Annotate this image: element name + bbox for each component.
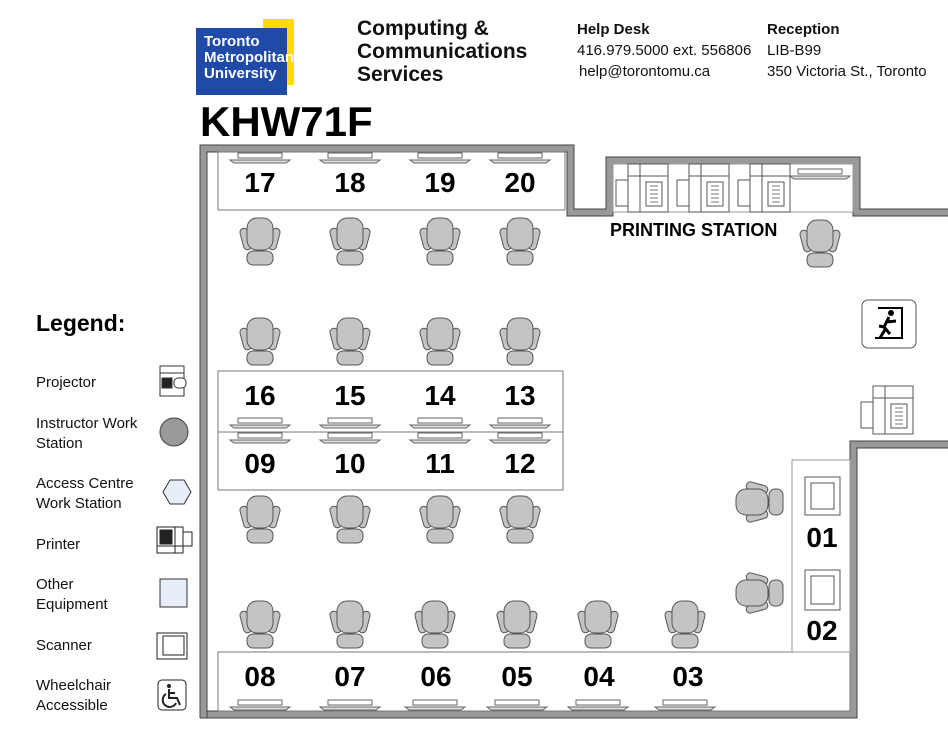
reception-address: 350 Victoria St., Toronto [767,63,927,80]
chair-icon [418,495,462,544]
projector-icon [159,365,187,397]
monitor-icon [409,432,471,444]
chair-icon [576,600,620,649]
legend-label: Access Centre Work Station [36,475,134,512]
other-equipment [804,476,841,611]
chair-icon [238,600,282,649]
other-equipment-icon [159,578,188,608]
chair-icon [798,219,842,268]
station-number: 04 [583,661,615,692]
monitor-icon [789,168,851,180]
legend-label: Scanner [36,637,92,654]
monitor-icon [486,699,548,711]
station-number: 05 [501,661,533,692]
station-number: 09 [244,448,276,479]
monitor-icon [409,417,471,429]
monitor-icon [319,152,381,164]
help-desk-title: Help Desk [577,21,650,38]
instructor-station-icon [159,417,189,447]
logo-line: Toronto [204,33,260,50]
walls [199,144,948,718]
monitor-icon [489,152,551,164]
wheelchair-icon [157,679,187,711]
chair-icon [418,317,462,366]
monitor-icon [404,699,466,711]
monitor-icon [319,417,381,429]
monitor-icon [319,699,381,711]
scanner-icon [156,632,188,660]
reception-room: LIB-B99 [767,42,822,59]
chair-icon [328,495,372,544]
chair-icon [328,600,372,649]
chair-icon [498,317,542,366]
room-title: KHW71F [200,98,373,145]
chair-icon [238,495,282,544]
printer-icon [156,526,193,554]
help-desk-phone: 416.979.5000 ext. 556806 [577,42,752,59]
monitor-icon [229,699,291,711]
station-number: 13 [504,380,536,411]
station-number: 18 [334,167,366,198]
monitor-icon [229,432,291,444]
university-logo: Toronto Metropolitan University [196,28,294,95]
printing-station-label: PRINTING STATION [610,220,778,240]
department-name: Computing & Communications Services [357,17,527,86]
station-number: 14 [424,380,456,411]
chair-icon [663,600,707,649]
monitor-icon [229,417,291,429]
monitor-icon [489,417,551,429]
monitor-icon [229,152,291,164]
chair-icon [498,495,542,544]
chair-icon [498,217,542,266]
department-line: Communications [357,40,528,63]
station-number: 06 [420,661,452,692]
logo-line: Metropolitan [204,49,294,66]
chair-icon [328,317,372,366]
exit-sign-icon [861,299,917,349]
logo-line: University [204,65,277,82]
desk-middle [217,370,564,491]
station-number: 01 [806,522,838,553]
help-desk-email[interactable]: help@torontomu.ca [579,63,711,80]
station-number: 19 [424,167,456,198]
legend-label: Instructor Work Station [36,415,138,452]
station-number: 16 [244,380,276,411]
monitor-icon [409,152,471,164]
legend-label: Wheelchair Accessible [36,677,112,714]
monitor-icon [319,432,381,444]
station-number: 11 [425,448,455,479]
help-desk-info: Help Desk 416.979.5000 ext. 556806 help@… [577,19,751,82]
station-number: 12 [504,448,536,479]
monitor-icon [567,699,629,711]
station-number: 10 [334,448,366,479]
station-number: 20 [504,167,536,198]
access-centre-station-icon [162,479,192,505]
legend-title: Legend: [36,310,126,336]
printer-icon [860,385,914,435]
legend-label: Printer [36,536,81,553]
legend-label: Other Equipment [36,576,108,613]
station-number: 15 [334,380,366,411]
chair-icon [735,571,784,615]
monitor-icon [489,432,551,444]
monitor-icon [654,699,716,711]
department-line: Services [357,63,444,86]
chair-icon [418,217,462,266]
station-number: 02 [806,615,838,646]
department-line: Computing & [357,17,489,40]
station-number: 17 [244,167,276,198]
chair-icon [495,600,539,649]
legend-label: Projector [36,374,97,391]
reception-title: Reception [767,21,840,38]
chair-icon [328,217,372,266]
chair-icon [413,600,457,649]
chair-icon [735,480,784,524]
station-number: 03 [672,661,704,692]
reception-info: Reception LIB-B99 350 Victoria St., Toro… [767,19,927,82]
chair-icon [238,317,282,366]
station-number: 07 [334,661,366,692]
station-number: 08 [244,661,276,692]
chair-icon [238,217,282,266]
